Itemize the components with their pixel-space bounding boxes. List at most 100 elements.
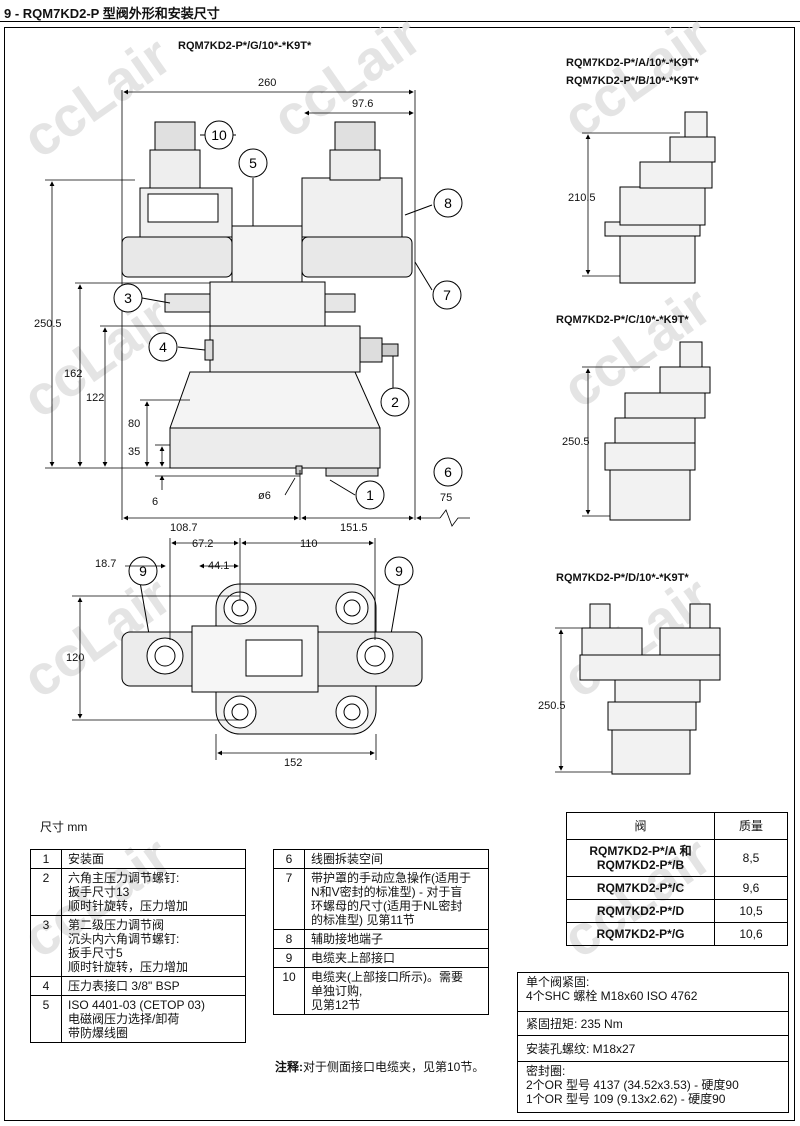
dim-152: 152 bbox=[284, 757, 303, 769]
dim-67-2: 67.2 bbox=[192, 538, 214, 550]
view-title-main: RQM7KD2-P*/G/10*-*K9T* bbox=[178, 40, 312, 52]
dim-250-5: 250.5 bbox=[34, 318, 62, 330]
balloon-4-text: 4 bbox=[159, 339, 167, 355]
view-d bbox=[579, 603, 721, 775]
balloon-9-right-text: 9 bbox=[395, 563, 403, 579]
view-d-dimensions bbox=[555, 627, 612, 773]
dim-75: 75 bbox=[440, 492, 453, 504]
legend-line: 顺时针旋转，压力增加 bbox=[68, 960, 189, 974]
legend-line: 辅助接地端子 bbox=[311, 932, 384, 946]
legend-description: 辅助接地端子 bbox=[304, 929, 489, 949]
info-seals-title: 密封圈: bbox=[526, 1064, 566, 1078]
info-bolts-title: 单个阀紧固: bbox=[526, 975, 590, 989]
dim-250-5-c: 250.5 bbox=[562, 436, 590, 448]
legend-description: 电缆夹(上部接口所示)。需要单独订购,见第12节 bbox=[304, 967, 489, 1015]
page-title: 9 - RQM7KD2-P 型阀外形和安装尺寸 bbox=[4, 6, 220, 21]
dim-44-1: 44.1 bbox=[208, 560, 230, 572]
balloon-2-text: 2 bbox=[391, 394, 399, 410]
mass-value-3: 10,5 bbox=[714, 899, 788, 923]
legend-number: 3 bbox=[30, 915, 62, 977]
balloon-1 bbox=[355, 480, 385, 510]
legend-number: 8 bbox=[273, 929, 305, 949]
balloon-9-right bbox=[384, 556, 414, 586]
unit-note: 尺寸 mm bbox=[40, 820, 88, 834]
dim-108-7: 108.7 bbox=[170, 522, 198, 534]
dim-250-5-d: 250.5 bbox=[538, 700, 566, 712]
legend-line: 单独订购, bbox=[311, 984, 363, 998]
info-bolts: 单个阀紧固: 4个SHC 螺栓 M18x60 ISO 4762 bbox=[517, 972, 789, 1012]
mass-value-4: 10,6 bbox=[714, 922, 788, 946]
dim-110: 110 bbox=[300, 538, 318, 550]
info-seal-1: 2个OR 型号 4137 (34.52x3.53) - 硬度90 bbox=[526, 1078, 739, 1092]
legend-line: 顺时针旋转，压力增加 bbox=[68, 899, 189, 913]
legend-line: 六角主压力调节螺钉: bbox=[68, 871, 180, 885]
legend-number: 9 bbox=[273, 948, 305, 968]
info-thread-value: 安装孔螺纹: M18x27 bbox=[526, 1042, 636, 1056]
balloon-6-text: 6 bbox=[444, 464, 452, 480]
balloon-8-text: 8 bbox=[444, 195, 452, 211]
info-seal-2: 1个OR 型号 109 (9.13x2.62) - 硬度90 bbox=[526, 1092, 726, 1106]
legend-number: 4 bbox=[30, 976, 62, 996]
view-title-b: RQM7KD2-P*/B/10*-*K9T* bbox=[566, 75, 699, 87]
legend-line: 扳手尺寸5 bbox=[68, 946, 123, 960]
legend-description: ISO 4401-03 (CETOP 03)电磁阀压力选择/卸荷带防爆线圈 bbox=[61, 995, 246, 1043]
balloon-7 bbox=[432, 280, 462, 310]
view-c-dimensions bbox=[582, 366, 650, 517]
legend-description: 压力表接口 3/8" BSP bbox=[61, 976, 246, 996]
legend-line: 的标准型) 见第11节 bbox=[311, 913, 415, 927]
dim-210-5: 210.5 bbox=[568, 192, 596, 204]
legend-line: 电缆夹(上部接口所示)。需要 bbox=[311, 970, 463, 984]
legend-line: 带防爆线圈 bbox=[68, 1026, 129, 1040]
legend-line: 电磁阀压力选择/卸荷 bbox=[68, 1012, 180, 1026]
legend-line: 见第12节 bbox=[311, 998, 361, 1012]
balloon-3 bbox=[113, 283, 143, 313]
info-thread: 安装孔螺纹: M18x27 bbox=[517, 1035, 789, 1062]
info-seals: 密封圈: 2个OR 型号 4137 (34.52x3.53) - 硬度90 1个… bbox=[517, 1061, 789, 1113]
mass-valve-1: RQM7KD2-P*/A 和 RQM7KD2-P*/B bbox=[566, 839, 715, 877]
view-a-b-dimensions bbox=[582, 132, 680, 277]
legend-line: ISO 4401-03 (CETOP 03) bbox=[68, 998, 205, 1012]
balloon-7-text: 7 bbox=[443, 287, 451, 303]
dim-18-7: 18.7 bbox=[95, 558, 117, 570]
drawing-frame bbox=[4, 27, 795, 1121]
legend-line: 带护罩的手动应急操作(适用于 bbox=[311, 871, 471, 885]
view-title-a: RQM7KD2-P*/A/10*-*K9T* bbox=[566, 57, 699, 69]
dim-35: 35 bbox=[128, 446, 141, 458]
balloon-10 bbox=[204, 120, 234, 150]
view-title-d: RQM7KD2-P*/D/10*-*K9T* bbox=[556, 572, 689, 584]
legend-line: 压力表接口 3/8" BSP bbox=[68, 979, 180, 993]
mass-valve-4: RQM7KD2-P*/G bbox=[566, 922, 715, 946]
mass-header-valve: 阀 bbox=[566, 812, 715, 840]
balloon-9-left bbox=[128, 556, 158, 586]
legend-line: 沉头内六角调节螺钉: bbox=[68, 932, 180, 946]
top-view-dimensions bbox=[72, 538, 377, 760]
balloon-2 bbox=[380, 387, 410, 417]
mass-value-1: 8,5 bbox=[714, 839, 788, 877]
balloon-9-left-text: 9 bbox=[139, 563, 147, 579]
legend-line: 电缆夹上部接口 bbox=[311, 951, 396, 965]
dim-97-6: 97.6 bbox=[352, 98, 374, 110]
mass-valve-2: RQM7KD2-P*/C bbox=[566, 876, 715, 900]
legend-description: 线圈拆装空间 bbox=[304, 849, 489, 869]
balloon-10-text: 10 bbox=[211, 127, 227, 143]
view-a-b bbox=[604, 111, 716, 284]
balloon-5-text: 5 bbox=[249, 155, 257, 171]
note-text: 对于侧面接口电缆夹，见第10节。 bbox=[303, 1060, 485, 1074]
legend-row: 4 压力表接口 3/8" BSP bbox=[30, 976, 246, 996]
header-rule bbox=[0, 21, 800, 22]
legend-line: 第二级压力调节阀 bbox=[68, 918, 165, 932]
info-torque: 紧固扭矩: 235 Nm bbox=[517, 1011, 789, 1036]
